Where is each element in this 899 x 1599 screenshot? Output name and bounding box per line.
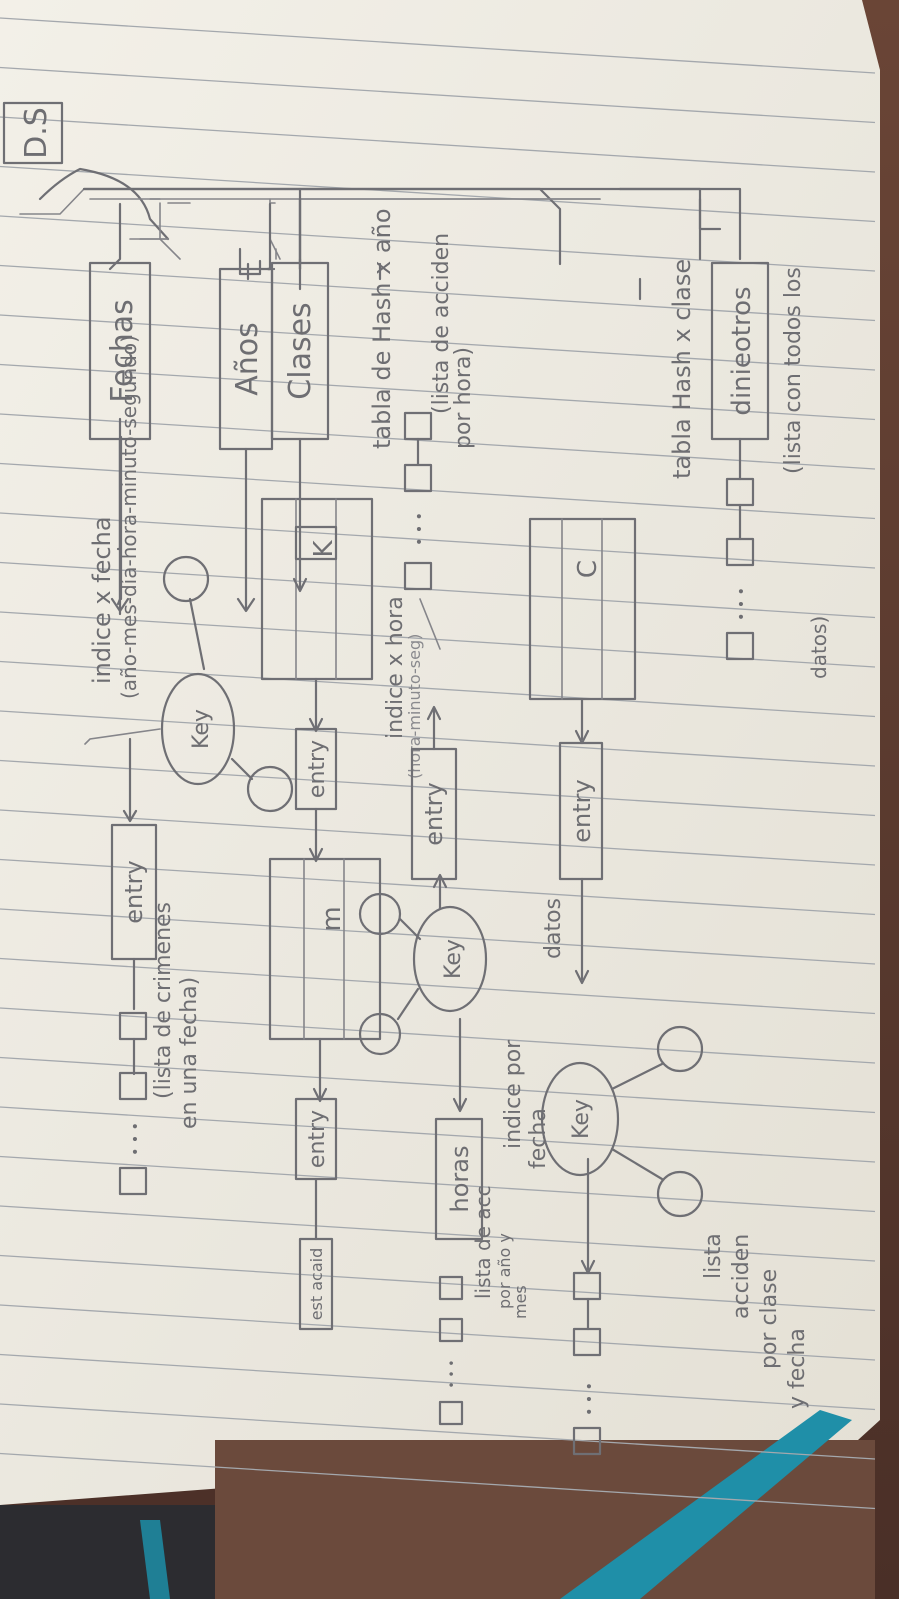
rule-line (0, 660, 876, 718)
root-label: D.S (19, 107, 54, 159)
rule-line (0, 908, 876, 965)
hora-entry: entry (420, 782, 448, 845)
rule-line (0, 363, 876, 421)
branches-lower: Clases (82, 187, 622, 593)
fechas-arrow (110, 597, 130, 613)
anos-right-list-1 (438, 1275, 464, 1301)
anos-entry: entry (305, 740, 330, 798)
fechas-label: Fechas (105, 299, 140, 403)
rule-line (0, 710, 876, 767)
anos-list-dots: • • • (412, 512, 428, 546)
rule-line (0, 413, 876, 470)
anos-index-title: indice x hora (383, 596, 408, 739)
rule-line (0, 264, 876, 322)
fechas-entry: entry (120, 860, 148, 923)
anos-index-subtitle: (hora-minuto-seg) (405, 634, 424, 779)
rule-line (0, 1403, 876, 1460)
fechas-key: Key (189, 709, 214, 749)
rule-line (0, 1155, 876, 1213)
fechas-right-child (246, 765, 294, 813)
horas-label: horas (446, 1146, 474, 1213)
rule-line (0, 116, 876, 173)
dinieros-note-1: (lista con todos los (781, 267, 806, 474)
rule-line (0, 611, 876, 668)
rule-line (0, 66, 876, 124)
anos-label: Años (230, 322, 265, 396)
hora-key: Key (441, 939, 466, 979)
horas-box (434, 1117, 484, 1241)
anos-table-key-2: m (317, 906, 347, 931)
anos-arrow (236, 597, 256, 613)
fechas-left-child (162, 555, 210, 603)
anos-right-note-3: mes (511, 1285, 530, 1319)
handwritten-diagram: D.S Fechas Key indice x fecha (2, 101, 642, 1426)
rule-line (0, 1056, 876, 1114)
est-label: est acaid (307, 1248, 326, 1321)
fechas-index-subtitle: (año-mes-día-hora-minuto-segundo) (117, 335, 141, 699)
anos-right-note-2: por año y (495, 1233, 514, 1309)
rule-line (0, 17, 876, 74)
rule-line (0, 957, 876, 1015)
notebook-cover (0, 1505, 215, 1599)
fechas-list-dots: • • • (128, 1122, 144, 1156)
rule-line (0, 165, 876, 223)
dinieros-list-node-end (725, 631, 755, 661)
fechas-key-node (160, 672, 236, 786)
dinieros-list-node-2 (725, 537, 755, 567)
rule-line (0, 1304, 876, 1361)
fechas-list-node-2 (118, 1071, 148, 1101)
fechas-list-note-1: (lista de crimenes (151, 902, 176, 1099)
anos-list-left-note-1: (lista de acciden (429, 233, 454, 414)
anos-list-node-end (403, 561, 433, 591)
rule-line (0, 858, 876, 916)
dinieros-list-dots: • • • (734, 587, 750, 621)
root-box (2, 101, 64, 165)
dinieros-list-node-1 (725, 477, 755, 507)
anos-right-dots: • • • (445, 1360, 459, 1389)
anos-entry-2: entry (305, 1110, 330, 1168)
rule-line (0, 462, 876, 520)
anos-key-cell (294, 525, 338, 561)
anos-right-note-1: lista de acc (471, 1185, 495, 1299)
hora-left-child (358, 892, 402, 936)
anos-right-list-end (438, 1400, 464, 1426)
anos-table-caption: tabla de Hash x año (368, 208, 396, 449)
ruled-lines (0, 17, 876, 1510)
anos-right-list-2 (438, 1317, 464, 1343)
rule-line (0, 1254, 876, 1312)
anos-table-key: K (309, 540, 339, 558)
hora-key-node (412, 905, 488, 1013)
est-box (298, 1237, 334, 1331)
rule-line (0, 1353, 876, 1411)
clases-label: Clases (283, 302, 318, 399)
anos-hash-table-2 (268, 857, 382, 1041)
rule-line (0, 1205, 876, 1262)
clases-arrow (292, 577, 308, 593)
rule-line (0, 759, 876, 817)
fechas-list-note-2: en una fecha) (177, 977, 202, 1129)
anos-list-left-note-2: por hora) (451, 347, 476, 449)
rule-line (0, 512, 876, 569)
hora-right-child (358, 1012, 402, 1056)
fechas-index-title: indice x fecha (88, 516, 116, 684)
rule-line (0, 314, 876, 371)
dinieros-note-2: datos) (807, 616, 831, 679)
rule-line (0, 561, 876, 619)
rule-line (0, 1106, 876, 1163)
rule-line (0, 809, 876, 866)
rule-line (0, 1452, 876, 1510)
dinieros-label: dinieotros (727, 286, 757, 415)
rule-line (0, 215, 876, 272)
ribbon-bookmark (560, 1410, 852, 1599)
anos-list-node-2 (403, 463, 433, 493)
ribbon-left (140, 1520, 170, 1599)
fechas-list-node-end (118, 1166, 148, 1196)
